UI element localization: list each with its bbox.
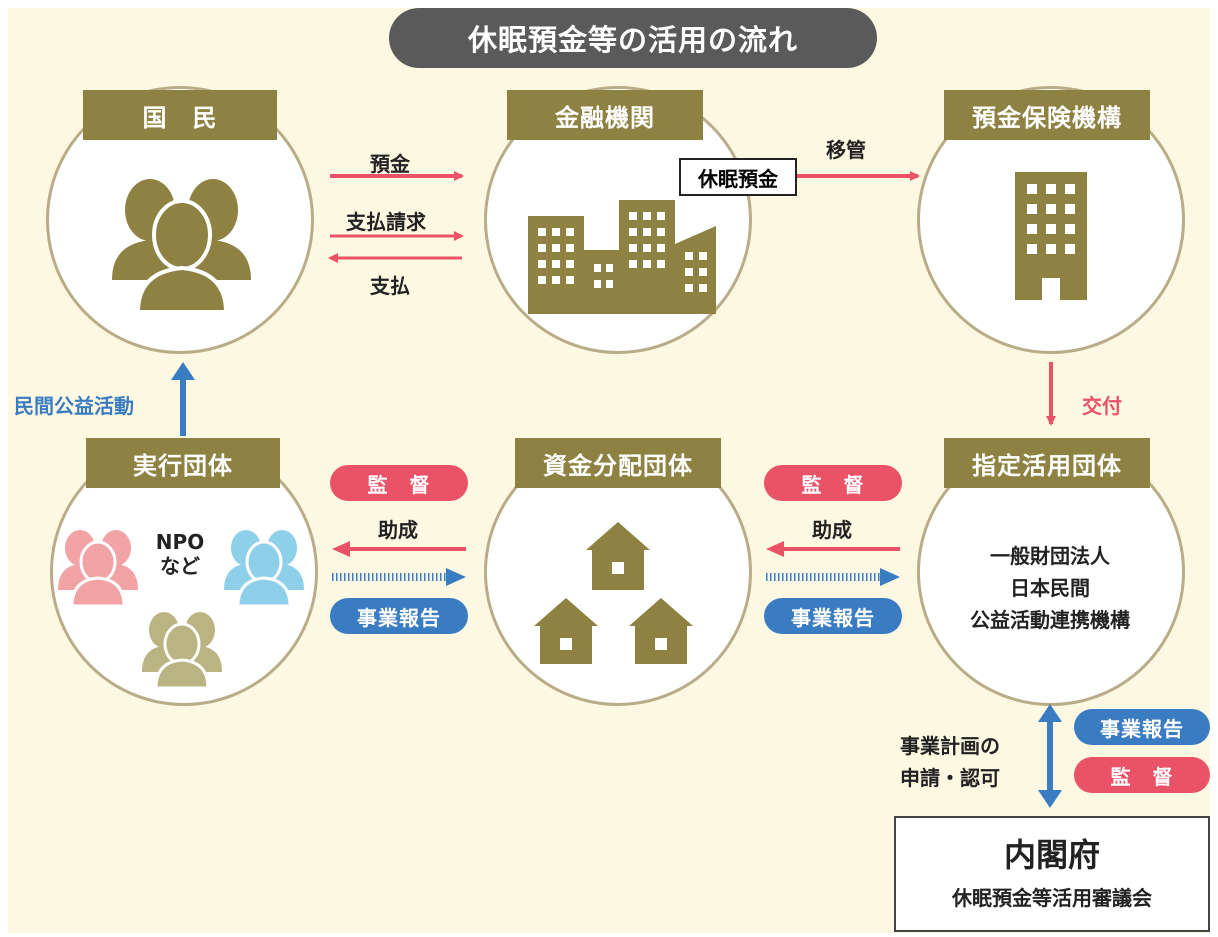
- civic-activity-label: 民間公益活動: [14, 394, 134, 418]
- financial-label: 金融機関: [507, 90, 703, 140]
- cabinet-office-box: 内閣府 休眠預金等活用審議会: [894, 816, 1210, 932]
- payment-request-label: 支払請求: [346, 210, 426, 234]
- office-building-icon: [1015, 172, 1087, 300]
- transfer-label: 移管: [826, 138, 866, 162]
- subsidy-label-2: 助成: [812, 518, 852, 542]
- designated-line-3: 公益活動連携機構: [970, 608, 1130, 632]
- civic-activity-arrow: [171, 362, 195, 436]
- report-arrow-1: [332, 568, 466, 586]
- payment-label: 支払: [370, 274, 410, 298]
- deposit-label: 預金: [370, 152, 410, 176]
- dic-label: 預金保険機構: [944, 90, 1150, 140]
- cabinet-office-name: 内閣府: [1003, 836, 1100, 874]
- executor-line-1: NPO: [155, 530, 205, 554]
- report-arrow-2: [766, 568, 900, 586]
- audit-badge-2: 監 督: [764, 465, 902, 501]
- people-icon: [58, 530, 304, 690]
- designated-line-2: 日本民間: [1010, 576, 1090, 600]
- grant-issue-label: 交付: [1082, 394, 1122, 418]
- plan-line-2: 申請・認可: [900, 766, 1000, 790]
- people-icon: [112, 179, 251, 314]
- executor-npo-text: NPO など: [150, 530, 210, 578]
- designated-line-1: 一般財団法人: [990, 544, 1110, 568]
- designated-org-text: 一般財団法人 日本民間 公益活動連携機構: [940, 540, 1160, 636]
- page-title: 休眠預金等の活用の流れ: [389, 8, 877, 68]
- subsidy-label-1: 助成: [378, 518, 418, 542]
- executor-line-2: など: [160, 554, 200, 578]
- plan-approval-label: 事業計画の 申請・認可: [900, 730, 1000, 794]
- report-badge-3: 事業報告: [1074, 709, 1210, 745]
- audit-badge-3: 監 督: [1074, 757, 1210, 793]
- designated-label: 指定活用団体: [944, 438, 1150, 488]
- fund-label: 資金分配団体: [515, 438, 721, 488]
- citizens-label: 国 民: [83, 90, 277, 140]
- plan-line-1: 事業計画の: [900, 734, 1000, 758]
- subsidy-arrow-2: [766, 541, 900, 557]
- houses-icon: [534, 522, 693, 664]
- report-badge-1: 事業報告: [330, 598, 468, 634]
- dormant-deposit-label: 休眠預金: [679, 158, 797, 196]
- report-badge-2: 事業報告: [764, 598, 902, 634]
- audit-badge-1: 監 督: [330, 465, 468, 501]
- plan-approval-arrow: [1038, 704, 1062, 808]
- buildings-icon: [528, 200, 716, 314]
- subsidy-arrow-1: [332, 541, 466, 557]
- cabinet-council-name: 休眠預金等活用審議会: [952, 886, 1152, 910]
- executor-label: 実行団体: [86, 438, 280, 488]
